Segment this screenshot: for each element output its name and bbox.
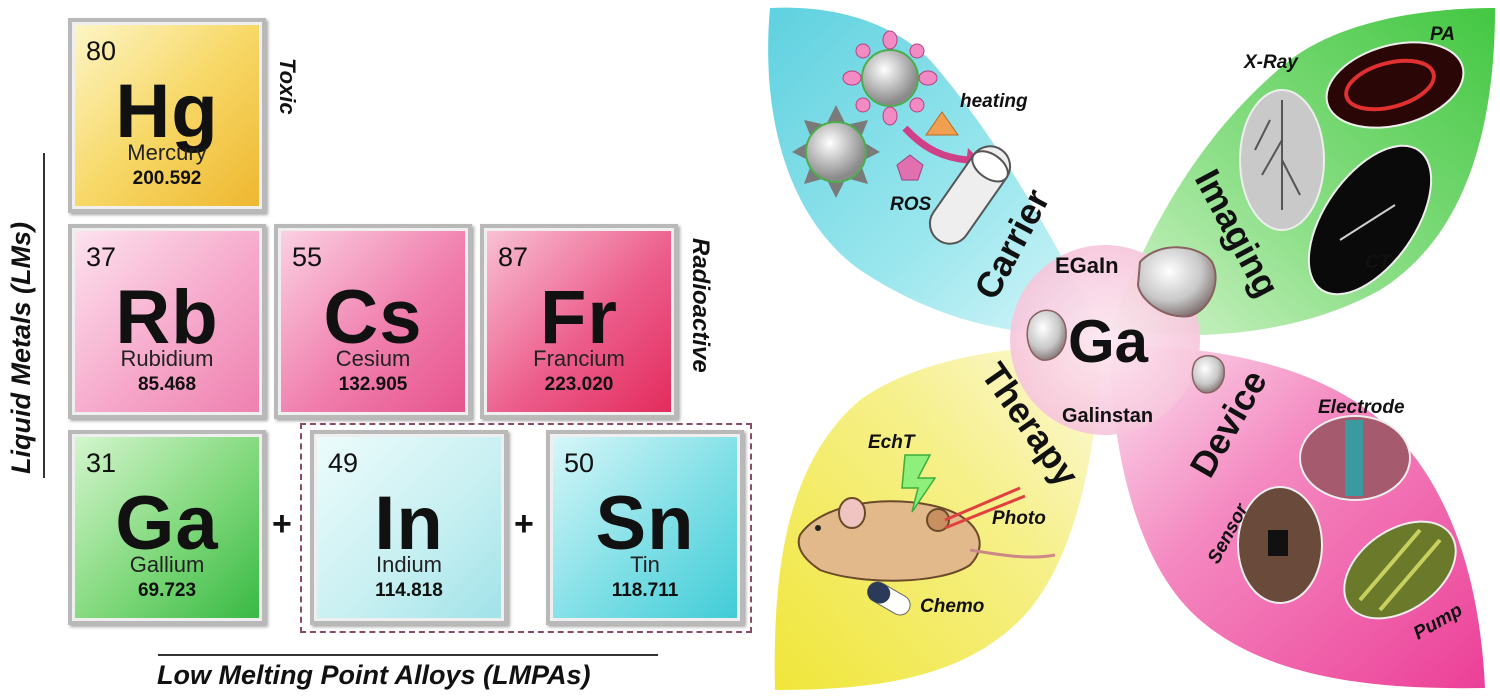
element-name: Rubidium <box>120 346 214 371</box>
xray-vessels <box>1254 100 1301 210</box>
atomic-weight: 200.592 <box>132 168 202 189</box>
chemo-label: Chemo <box>920 596 984 617</box>
element-tile-rb: 37 Rb Rubidium 85.468 <box>68 224 266 419</box>
ct-label: CT <box>1365 252 1392 273</box>
atomic-number: 55 <box>292 242 323 272</box>
atomic-weight: 85.468 <box>137 374 197 395</box>
element-name: Tin <box>630 552 660 577</box>
mouse-illustration <box>797 497 1056 582</box>
pump-image <box>1343 520 1457 620</box>
carrier-tube <box>928 145 1012 245</box>
ros-label: ROS <box>890 194 932 215</box>
galinstan-droplet-left <box>1026 309 1067 361</box>
photo-label: Photo <box>992 508 1046 529</box>
galinstan-label: Galinstan <box>1062 405 1153 427</box>
chemo-pill <box>867 581 911 616</box>
element-symbol: Rb <box>115 275 219 360</box>
element-symbol: Fr <box>540 275 618 360</box>
sensor-chip <box>1268 530 1288 556</box>
galinstan-droplet-right <box>1191 355 1225 394</box>
lmpa-bracket-line <box>158 654 658 656</box>
atomic-number: 50 <box>564 448 595 478</box>
ros-pentagon <box>896 154 924 181</box>
center-ga-label: Ga <box>1068 308 1149 375</box>
element-tile-sn: 50 Sn Tin 118.711 <box>546 430 744 625</box>
xray-label: X-Ray <box>1243 52 1299 73</box>
pa-label: PA <box>1430 24 1455 45</box>
atomic-weight: 223.020 <box>544 374 614 395</box>
atomic-number: 49 <box>328 448 359 478</box>
electrode-label: Electrode <box>1318 397 1405 418</box>
element-name: Mercury <box>127 140 207 165</box>
lmpa-label: Low Melting Point Alloys (LMPAs) <box>157 660 591 690</box>
element-name: Indium <box>375 552 443 577</box>
element-tile-ga: 31 Ga Gallium 69.723 <box>68 430 266 625</box>
egain-label: EGaIn <box>1055 253 1119 278</box>
element-name: Francium <box>533 346 625 371</box>
element-symbol: Sn <box>595 481 695 566</box>
echt-label: EchT <box>868 432 916 453</box>
element-tile-fr: 87 Fr Francium 223.020 <box>480 224 678 419</box>
atomic-number: 37 <box>86 242 117 272</box>
atomic-number: 80 <box>86 36 117 66</box>
pa-signal <box>1344 58 1436 112</box>
plus-sign: + <box>272 505 292 543</box>
pump-channels <box>1358 528 1442 612</box>
element-symbol: Ga <box>115 481 219 566</box>
echt-lightning <box>901 454 937 513</box>
element-tile-cs: 55 Cs Cesium 132.905 <box>274 224 472 419</box>
electrode-trace <box>1345 420 1363 496</box>
element-tile-in: 49 In Indium 114.818 <box>310 430 508 625</box>
spiky-nanoparticle <box>792 105 880 198</box>
atomic-number: 87 <box>498 242 529 272</box>
atomic-number: 31 <box>86 448 117 478</box>
egain-droplet <box>1136 246 1217 318</box>
carrier-leaf <box>768 7 1100 334</box>
element-name: Cesium <box>335 346 411 371</box>
heating-label: heating <box>960 91 1028 112</box>
ct-skeleton <box>1339 204 1396 241</box>
atomic-weight: 69.723 <box>137 580 197 601</box>
carrier-arrow <box>902 125 969 164</box>
flower-nanoparticle <box>842 30 938 126</box>
element-symbol: In <box>374 481 444 566</box>
element-symbol: Cs <box>323 275 423 360</box>
element-tile-hg: 80 Hg Mercury 200.592 <box>68 18 266 213</box>
element-name: Gallium <box>129 552 205 577</box>
heating-triangle <box>925 111 959 136</box>
lmpa-dashed-box <box>300 423 752 633</box>
plus-sign: + <box>514 505 534 543</box>
atomic-weight: 118.711 <box>611 580 679 601</box>
lm-bracket-line <box>43 153 45 478</box>
atomic-weight: 114.818 <box>375 580 443 601</box>
photo-laser <box>944 486 1026 530</box>
element-symbol: Hg <box>115 69 219 154</box>
atomic-weight: 132.905 <box>338 374 408 395</box>
